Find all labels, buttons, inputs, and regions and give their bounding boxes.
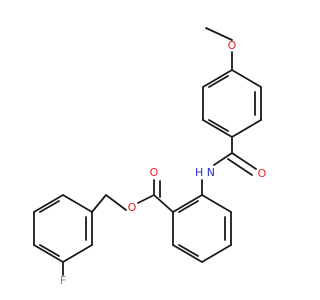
- amide-oxygen-label: O: [258, 167, 267, 180]
- ester-carbonyl-oxygen-label: O: [150, 166, 159, 179]
- bond: [231, 69, 262, 88]
- bond: [91, 194, 107, 213]
- amide-nitrogen-label: H N: [195, 166, 215, 179]
- bond: [201, 194, 232, 213]
- bond: [33, 194, 64, 213]
- double-bond: [231, 152, 257, 170]
- fluorophenyl-ring: [33, 194, 93, 263]
- bond: [153, 194, 174, 213]
- aromatic-bond: [208, 75, 229, 88]
- bond: [137, 194, 155, 204]
- methoxyphenyl-ring: [202, 69, 262, 138]
- aromatic-bond: [39, 200, 60, 213]
- aromatic-bond: [208, 119, 229, 132]
- methoxy-oxygen-label: O: [228, 39, 237, 52]
- aromatic-bond: [39, 244, 60, 257]
- aromatic-bond: [178, 244, 199, 257]
- bond: [231, 119, 262, 138]
- molecule-diagram: O O H N O O F: [33, 27, 267, 287]
- bond: [105, 194, 127, 211]
- bond: [62, 244, 93, 263]
- fluorine-label: F: [60, 274, 66, 287]
- aromatic-bond: [178, 200, 199, 213]
- bond: [172, 194, 203, 213]
- bond: [205, 27, 233, 41]
- bond: [202, 69, 233, 88]
- bond: [213, 152, 233, 166]
- bond: [201, 244, 232, 263]
- bond: [62, 194, 93, 213]
- benzoate-ring: [172, 194, 232, 263]
- bond: [33, 244, 64, 263]
- structure-canvas: O O H N O O F: [33, 27, 267, 287]
- double-bond: [227, 158, 253, 176]
- bond: [202, 119, 233, 138]
- ester-oxygen-label: O: [128, 201, 137, 214]
- bond: [172, 244, 203, 263]
